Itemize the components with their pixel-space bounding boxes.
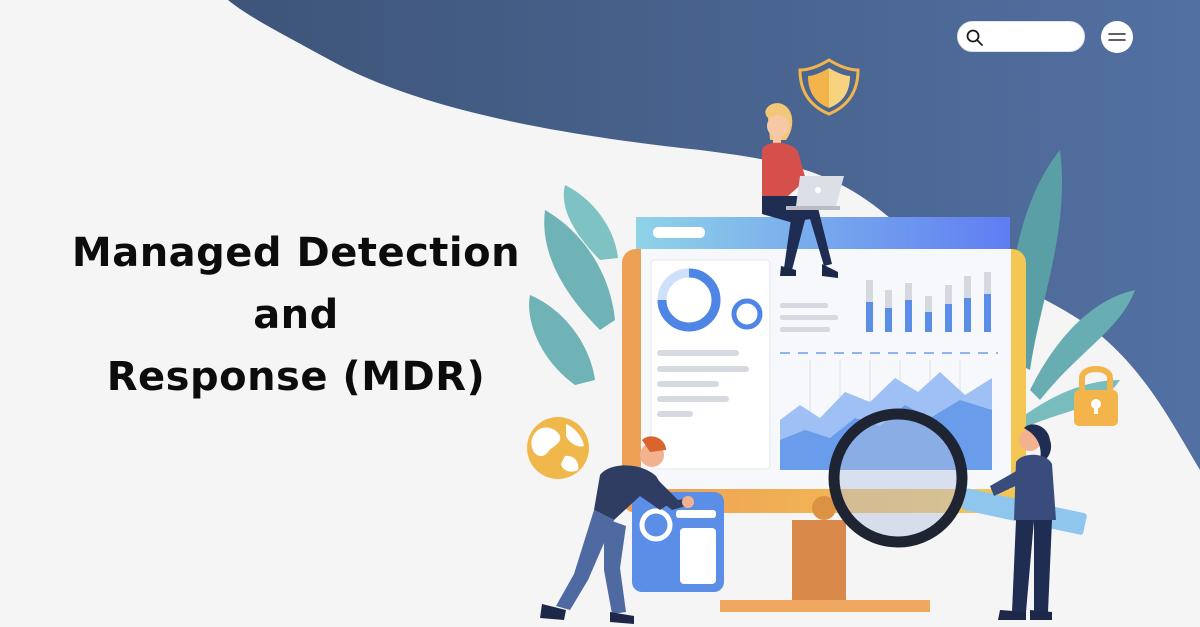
leaf-left — [544, 210, 615, 330]
search-icon[interactable] — [966, 29, 984, 47]
background-wave — [228, 0, 1200, 470]
globe-icon — [527, 417, 589, 479]
title-line-2: and — [253, 292, 339, 338]
padlock-icon — [1074, 366, 1118, 426]
menu-button[interactable] — [1101, 21, 1133, 53]
menu-icon — [1108, 33, 1126, 41]
search-input[interactable] — [988, 27, 1080, 49]
title-line-3: Response (MDR) — [106, 354, 486, 400]
page-title: Managed Detection and Response (MDR) — [40, 222, 552, 408]
title-line-1: Managed Detection — [71, 230, 521, 276]
screen-bar-graphic — [866, 272, 991, 332]
person-pushing — [540, 436, 694, 624]
search-box[interactable] — [957, 21, 1085, 52]
screen-area-graphic — [780, 360, 992, 470]
shield-icon — [798, 58, 860, 116]
person-with-magnifier — [990, 424, 1056, 620]
magnifying-glass-icon — [828, 408, 1087, 548]
person-with-laptop — [762, 103, 844, 278]
